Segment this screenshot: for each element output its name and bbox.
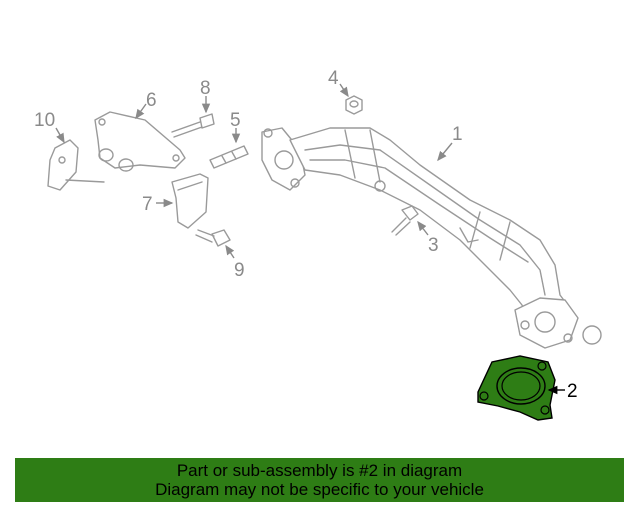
part-2-gasket[interactable] [477,355,556,421]
leader-6 [135,103,147,120]
banner-line-1: Part or sub-assembly is #2 in diagram [176,461,463,480]
part-9-bolt[interactable] [195,229,231,247]
callout-6[interactable]: 6 [146,90,157,111]
callout-7[interactable]: 7 [142,194,153,215]
callout-10[interactable]: 10 [34,110,55,131]
leader-1 [437,142,453,162]
part-10-bracket[interactable] [47,139,105,191]
part-7-bracket[interactable] [171,173,209,229]
callout-3[interactable]: 3 [428,235,439,256]
part-1-exhaust-pipe[interactable] [261,127,602,349]
callout-1[interactable]: 1 [452,124,463,145]
callout-2[interactable]: 2 [567,381,578,402]
leader-9 [225,244,235,259]
parts-diagram: 1 2 3 4 5 6 7 8 9 10 [34,68,602,421]
callout-5[interactable]: 5 [230,110,241,131]
callout-4[interactable]: 4 [328,68,339,89]
leader-3 [417,220,429,236]
part-8-bolt[interactable] [171,113,215,138]
banner-line-2: Diagram may not be specific to your vehi… [155,480,484,499]
callout-9[interactable]: 9 [234,260,245,281]
part-3-bolt[interactable] [391,205,419,236]
part-4-nut[interactable] [345,95,363,115]
leader-10 [55,127,65,144]
part-5-stud[interactable] [209,145,249,169]
leader-4 [339,83,349,98]
callout-8[interactable]: 8 [200,78,211,99]
info-banner: Part or sub-assembly is #2 in diagram Di… [15,458,624,502]
part-6-bracket[interactable] [94,111,186,172]
